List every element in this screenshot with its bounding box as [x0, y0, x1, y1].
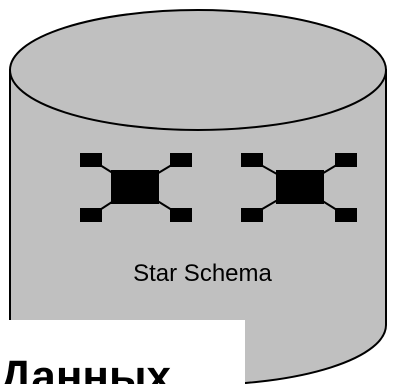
star-schema-left-icon: [80, 153, 192, 222]
dimension-node: [241, 153, 263, 167]
title-strip: Данных: [0, 320, 245, 384]
fact-table-node: [111, 170, 159, 204]
partial-title: Данных: [0, 352, 172, 384]
dimension-node: [80, 153, 102, 167]
dimension-node: [170, 208, 192, 222]
fact-table-node: [276, 170, 324, 204]
dimension-node: [335, 208, 357, 222]
star-schema-right-icon: [241, 153, 357, 222]
dimension-node: [80, 208, 102, 222]
dimension-node: [241, 208, 263, 222]
dimension-node: [170, 153, 192, 167]
cylinder-top: [9, 9, 387, 131]
dimension-node: [335, 153, 357, 167]
star-schema-caption: Star Schema: [133, 260, 272, 287]
